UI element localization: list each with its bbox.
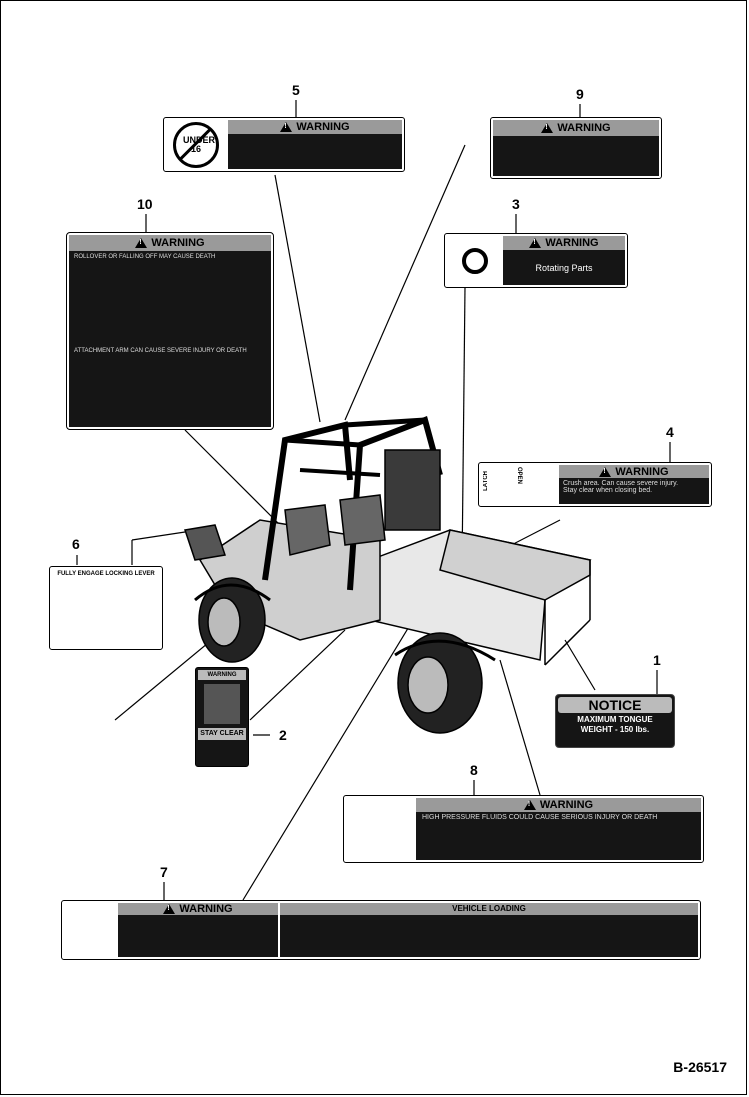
decal-7-warning-body bbox=[118, 915, 278, 957]
figure-code: B-26517 bbox=[673, 1059, 727, 1075]
decal-7-loading-body bbox=[280, 915, 698, 957]
latch-label: LATCH bbox=[483, 471, 489, 491]
decal-1-title: NOTICE bbox=[558, 697, 672, 713]
pointer-10 bbox=[184, 429, 296, 541]
pointer-2 bbox=[249, 629, 346, 721]
decal-7-section-header: VEHICLE LOADING bbox=[280, 903, 698, 915]
tip-over-icon bbox=[64, 903, 116, 958]
decal-9-body bbox=[493, 136, 659, 176]
decal-8-header-text: WARNING bbox=[539, 799, 594, 811]
warning-triangle-icon bbox=[280, 122, 293, 132]
callout-5: 5 bbox=[292, 82, 300, 98]
decal-4-header-text: WARNING bbox=[615, 465, 669, 478]
decal-4-line1: Crush area. Can cause severe injury. bbox=[563, 480, 679, 487]
warning-triangle-icon bbox=[135, 238, 148, 248]
decal-9-header-text: WARNING bbox=[557, 122, 611, 134]
crush-hazard-icon bbox=[204, 684, 240, 724]
decal-10-rollover-heading: ROLLOVER OR FALLING OFF MAY CAUSE DEATH bbox=[74, 254, 216, 260]
warning-triangle-icon bbox=[529, 238, 542, 248]
decal-8-body: HIGH PRESSURE FLUIDS COULD CAUSE SERIOUS… bbox=[416, 812, 701, 860]
decal-5-under-16: UNDER 16 WARNING bbox=[163, 117, 405, 172]
callout-2: 2 bbox=[279, 727, 287, 743]
callout-3: 3 bbox=[512, 196, 520, 212]
pointer-6b bbox=[131, 531, 186, 541]
decal-10-body: ROLLOVER OR FALLING OFF MAY CAUSE DEATH … bbox=[69, 251, 271, 427]
open-label: OPEN bbox=[516, 467, 522, 485]
decal-3-header: WARNING bbox=[503, 236, 625, 250]
warning-triangle-icon bbox=[523, 800, 536, 810]
rotating-parts-icon bbox=[447, 236, 503, 285]
callout-4: 4 bbox=[666, 424, 674, 440]
callout-8: 8 bbox=[470, 762, 478, 778]
decal-10-header: WARNING bbox=[69, 235, 271, 251]
pointer-8 bbox=[499, 659, 541, 796]
decal-7-vehicle-loading: WARNING VEHICLE LOADING bbox=[61, 900, 701, 960]
callout-10: 10 bbox=[137, 196, 153, 212]
decal-10-attachment-heading: ATTACHMENT ARM CAN CAUSE SEVERE INJURY O… bbox=[74, 348, 247, 354]
pointer-3 bbox=[461, 286, 466, 571]
decal-1-line2: WEIGHT - 150 lbs. bbox=[580, 725, 650, 734]
pointer-1 bbox=[564, 639, 596, 691]
decal-7-header: WARNING bbox=[118, 903, 278, 915]
pointer-7 bbox=[242, 624, 411, 901]
decal-2-stay-clear: WARNING STAY CLEAR bbox=[195, 667, 249, 767]
decal-4-header: WARNING bbox=[559, 465, 709, 478]
latch-icon: LATCH OPEN bbox=[481, 465, 557, 505]
decal-2-footer: STAY CLEAR bbox=[198, 728, 246, 740]
decal-8-high-pressure: WARNING HIGH PRESSURE FLUIDS COULD CAUSE… bbox=[343, 795, 704, 863]
warning-triangle-icon bbox=[599, 466, 612, 477]
decal-5-body bbox=[228, 134, 402, 169]
decal-3-body: Rotating Parts bbox=[503, 250, 625, 285]
decal-5-header: WARNING bbox=[228, 120, 402, 134]
decal-6-title: FULLY ENGAGE LOCKING LEVER bbox=[57, 571, 155, 577]
warning-triangle-icon bbox=[163, 904, 176, 914]
utility-vehicle bbox=[184, 416, 592, 734]
decal-4-body: Crush area. Can cause severe injury. Sta… bbox=[559, 478, 709, 504]
pointer-9 bbox=[344, 144, 466, 421]
decal-8-heading: HIGH PRESSURE FLUIDS COULD CAUSE SERIOUS… bbox=[422, 814, 658, 821]
decal-10-rollover: WARNING ROLLOVER OR FALLING OFF MAY CAUS… bbox=[66, 232, 274, 430]
decal-7-header-text: WARNING bbox=[179, 903, 233, 915]
no-under-16-icon: UNDER 16 bbox=[166, 120, 226, 169]
callout-1: 1 bbox=[653, 652, 661, 668]
callout-6: 6 bbox=[72, 536, 80, 552]
decal-10-header-text: WARNING bbox=[151, 237, 205, 249]
decal-6-locking-lever: FULLY ENGAGE LOCKING LEVER bbox=[49, 566, 163, 650]
decal-5-header-text: WARNING bbox=[296, 121, 350, 133]
pointer-5 bbox=[274, 174, 321, 423]
decal-3-header-text: WARNING bbox=[545, 237, 599, 249]
decal-4-crush-area: LATCH OPEN WARNING Crush area. Can cause… bbox=[478, 462, 712, 507]
callout-9: 9 bbox=[576, 86, 584, 102]
callout-7: 7 bbox=[160, 864, 168, 880]
decal-3-body-text: Rotating Parts bbox=[535, 262, 593, 273]
decal-2-header: WARNING bbox=[198, 670, 246, 680]
warning-triangle-icon bbox=[541, 123, 554, 133]
decal-9-header: WARNING bbox=[493, 120, 659, 136]
decal-1-line1: MAXIMUM TONGUE bbox=[577, 715, 653, 724]
decal-4-line2: Stay clear when closing bed. bbox=[563, 487, 653, 494]
decal-1-notice: NOTICE MAXIMUM TONGUE WEIGHT - 150 lbs. bbox=[555, 694, 675, 748]
decal-9-warning: WARNING bbox=[490, 117, 662, 179]
decal-8-header: WARNING bbox=[416, 798, 701, 812]
decal-3-rotating-parts: WARNING Rotating Parts bbox=[444, 233, 628, 288]
